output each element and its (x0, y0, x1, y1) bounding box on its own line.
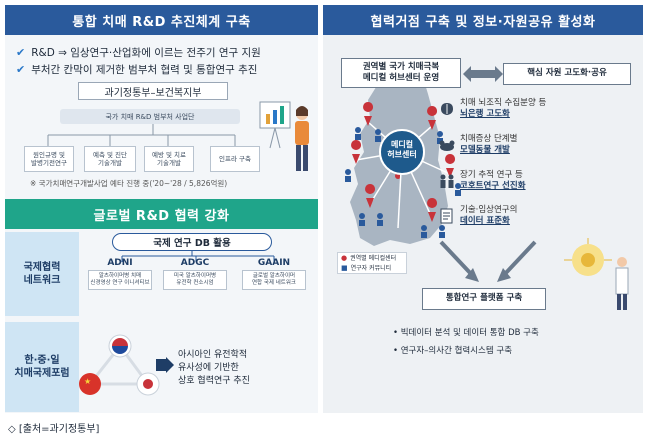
international-db-box: 국제 연구 DB 활용 (112, 233, 272, 251)
platform-box: 통합연구 플랫폼 구축 (422, 288, 546, 310)
flags-triangle: ★ (79, 334, 160, 396)
project-label: 국가 치매 R&D 범부처 사업단 (105, 112, 195, 121)
researcher-icon: ■ (341, 263, 348, 272)
feature-title: 데이터 표준화 (460, 216, 510, 227)
feature-cohort: 장기 추적 연구 등 코호트연구 선진화 (460, 170, 526, 193)
feature-data-standard: 기술·임상연구의 데이터 표준화 (460, 205, 517, 228)
regional-hub-box: 권역별 국가 치매극복 메디컬 허브센터 운영 (341, 58, 461, 88)
feature-text: 장기 추적 연구 등 (460, 170, 523, 180)
research-box-4: 인프라 구축 (210, 146, 260, 172)
platform-bullet-2: • 연구자–의사간 협력시스템 구축 (393, 346, 513, 356)
program-name: ADNI (107, 258, 133, 268)
check-icon: ✔ (16, 46, 26, 59)
program-desc: 알츠하이머병 치매 신경영상 연구 이니셔티브 (88, 270, 152, 291)
feature-text: 치매증상 단계별 (460, 134, 518, 144)
feature-text: 기술·임상연구의 (460, 205, 518, 215)
check-icon: ✔ (16, 63, 26, 76)
integrated-rd-header: 통합 치매 R&D 추진체계 구축 (5, 5, 318, 35)
research-box-2: 예측 및 진단 기술개발 (84, 146, 136, 172)
program-adgc: ADGC 미국 알츠하이머병 유전학 컨소시엄 (163, 258, 227, 291)
network-label: 국제협력 네트워크 (5, 232, 79, 316)
ministry-box: 과기정통부–보건복지부 (78, 82, 228, 100)
legend-item-pin: ● 권역별 메디컬센터 (341, 254, 403, 264)
ministry-label: 과기정통부–보건복지부 (104, 87, 202, 99)
research-box-label: 예방 및 치료 기술개발 (151, 150, 187, 167)
pin-icon: ● (341, 254, 348, 262)
program-desc: 미국 알츠하이머병 유전학 컨소시엄 (163, 270, 227, 291)
feature-title: 뇌은행 고도화 (460, 109, 510, 120)
budget-note: ※ 국가치매연구개발사업 예타 진행 중('20~'28 / 5,826억원) (30, 179, 228, 188)
hub-header: 협력거점 구축 및 정보·자원공유 활성화 (323, 5, 643, 35)
hub-center-label: 메디컬 허브센터 (387, 140, 417, 160)
research-box-label: 예측 및 진단 기술개발 (92, 150, 128, 167)
checklist-item-1: ✔ R&D ⇒ 임상연구·산업화에 이르는 전주기 연구 지원 (16, 45, 261, 60)
source-caption: ◇ [출처=과기정통부] (8, 424, 100, 435)
research-box-label: 원인규명 및 발병기전연구 (31, 150, 67, 167)
program-name: ADGC (180, 258, 210, 268)
scientist-illustration (564, 238, 629, 310)
hub-title: 협력거점 구축 및 정보·자원공유 활성화 (370, 14, 596, 30)
platform-bullet-1: • 빅데이터 분석 및 데이터 통합 DB 구축 (393, 328, 539, 338)
presenter-illustration (259, 101, 309, 171)
japan-flag-icon (136, 372, 160, 396)
svg-text:★: ★ (84, 377, 91, 386)
project-box: 국가 치매 R&D 범부처 사업단 (60, 109, 240, 124)
platform-arrows (439, 240, 537, 282)
hub-network (345, 102, 461, 238)
document-icon (440, 208, 453, 224)
korea-flag-icon (108, 334, 132, 358)
researcher-icon (345, 127, 461, 238)
map-legend: ● 권역별 메디컬센터 ■ 연구자 커뮤니티 (337, 252, 407, 274)
global-rd-title: 글로벌 R&D 협력 강화 (93, 208, 230, 224)
double-arrow-icon (463, 66, 503, 82)
program-gaain: GAAIN 글로벌 알츠하이머 연합 국제 네트워크 (242, 258, 306, 291)
checklist-item-2: ✔ 부처간 칸막이 제거한 범부처 협력 및 통합연구 추진 (16, 62, 257, 77)
global-rd-header: 글로벌 R&D 협력 강화 (5, 199, 318, 229)
china-flag-icon: ★ (79, 373, 101, 395)
feature-brain-bank: 치매 뇌조직 수집분양 등 뇌은행 고도화 (460, 98, 546, 121)
people-icon (440, 174, 454, 188)
pin-icon (351, 102, 456, 222)
cooperation-text: 아시아인 유전학적 유사성에 기반한 상호 협력연구 추진 (178, 350, 250, 387)
feature-title: 코호트연구 선진화 (460, 181, 526, 192)
core-resource-label: 핵심 자원 고도화·공유 (527, 68, 607, 79)
arrow-right-icon (156, 357, 174, 373)
mouse-icon (439, 140, 455, 151)
legend-label: 권역별 메디컬센터 (350, 254, 397, 262)
forum-label: 한·중·일 치매국제포럼 (5, 322, 79, 412)
research-box-3: 예방 및 치료 기술개발 (144, 146, 194, 172)
checklist-text: R&D ⇒ 임상연구·산업화에 이르는 전주기 연구 지원 (31, 47, 261, 59)
core-resource-box: 핵심 자원 고도화·공유 (503, 63, 631, 85)
research-box-1: 원인규명 및 발병기전연구 (24, 146, 74, 172)
legend-label: 연구자 커뮤니티 (350, 264, 392, 272)
feature-title: 모델동물 개발 (460, 145, 510, 156)
checklist-text: 부처간 칸막이 제거한 범부처 협력 및 통합연구 추진 (31, 64, 258, 76)
program-desc: 글로벌 알츠하이머 연합 국제 네트워크 (242, 270, 306, 291)
db-label: 국제 연구 DB 활용 (153, 238, 231, 249)
integrated-rd-title: 통합 치매 R&D 추진체계 구축 (72, 14, 251, 30)
platform-label: 통합연구 플랫폼 구축 (445, 293, 523, 304)
program-adni: ADNI 알츠하이머병 치매 신경영상 연구 이니셔티브 (88, 258, 152, 291)
research-box-label: 인프라 구축 (219, 154, 251, 163)
legend-item-researcher: ■ 연구자 커뮤니티 (341, 264, 403, 274)
brain-icon (441, 103, 453, 115)
program-name: GAAIN (257, 258, 291, 268)
feature-text: 치매 뇌조직 수집분양 등 (460, 98, 547, 108)
feature-animal-model: 치매증상 단계별 모델동물 개발 (460, 134, 517, 157)
